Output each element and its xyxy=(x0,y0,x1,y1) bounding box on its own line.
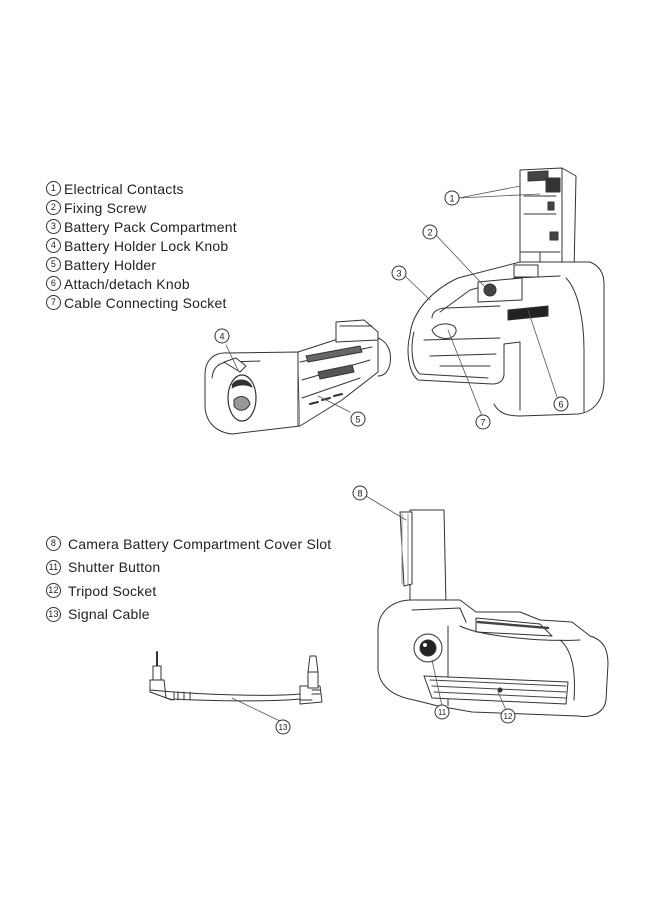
callout-8: 8 xyxy=(352,485,368,501)
svg-text:2: 2 xyxy=(427,228,432,238)
callout-7: 7 xyxy=(475,414,491,430)
legend-label: Signal Cable xyxy=(68,606,150,623)
signal-cable-drawing xyxy=(149,651,323,705)
callout-number: 12 xyxy=(46,583,61,599)
svg-text:7: 7 xyxy=(480,418,485,428)
grip-bottom-drawing xyxy=(377,509,609,717)
callout-12: 12 xyxy=(500,708,516,724)
grip-drawing xyxy=(407,167,605,417)
callout-number: 8 xyxy=(46,536,61,552)
legend-label: Battery Holder xyxy=(64,256,157,273)
legend-item-tripod-socket: 12 Tripod Socket xyxy=(46,579,331,603)
callout-2: 2 xyxy=(422,224,438,240)
svg-text:13: 13 xyxy=(279,723,288,732)
callout-number: 13 xyxy=(46,606,61,622)
svg-text:11: 11 xyxy=(438,708,447,717)
legend-label: Battery Holder Lock Knob xyxy=(64,237,229,254)
callout-11: 11 xyxy=(434,704,450,720)
legend-label: Battery Pack Compartment xyxy=(64,218,237,235)
legend-bottom: 8 Camera Battery Compartment Cover Slot 1… xyxy=(46,532,331,626)
svg-text:3: 3 xyxy=(396,269,401,279)
callouts: 1 2 3 4 5 6 7 8 11 12 13 xyxy=(214,190,569,735)
callout-13: 13 xyxy=(275,719,291,735)
legend-label: Camera Battery Compartment Cover Slot xyxy=(68,535,332,552)
leader-lines xyxy=(225,185,558,723)
legend-item-shutter-button: 11 Shutter Button xyxy=(46,556,331,580)
battery-holder-drawing xyxy=(204,319,391,435)
svg-text:12: 12 xyxy=(504,712,513,721)
legend-label: Attach/detach Knob xyxy=(64,275,190,292)
legend-label: Shutter Button xyxy=(68,559,161,576)
legend-label: Tripod Socket xyxy=(68,582,157,599)
legend-item-battery-cover-slot: 8 Camera Battery Compartment Cover Slot xyxy=(46,532,331,556)
callout-6: 6 xyxy=(553,396,569,412)
legend-label: Cable Connecting Socket xyxy=(64,294,227,311)
callout-5: 5 xyxy=(350,411,366,427)
svg-text:5: 5 xyxy=(355,415,360,425)
callout-number: 2 xyxy=(46,200,61,215)
callout-number: 4 xyxy=(46,238,61,253)
svg-text:8: 8 xyxy=(357,489,362,499)
callout-number: 1 xyxy=(46,181,61,196)
legend-item-signal-cable: 13 Signal Cable xyxy=(46,603,331,627)
svg-text:1: 1 xyxy=(449,194,454,204)
callout-number: 11 xyxy=(46,559,61,575)
callout-number: 6 xyxy=(46,276,61,291)
svg-text:6: 6 xyxy=(558,400,563,410)
callout-3: 3 xyxy=(391,265,407,281)
callout-number: 7 xyxy=(46,295,61,310)
legend-label: Fixing Screw xyxy=(64,199,147,216)
svg-text:4: 4 xyxy=(219,332,224,342)
callout-1: 1 xyxy=(444,190,460,206)
legend-label: Electrical Contacts xyxy=(64,180,184,197)
callout-number: 5 xyxy=(46,257,61,272)
callout-4: 4 xyxy=(214,328,230,344)
callout-number: 3 xyxy=(46,219,61,234)
